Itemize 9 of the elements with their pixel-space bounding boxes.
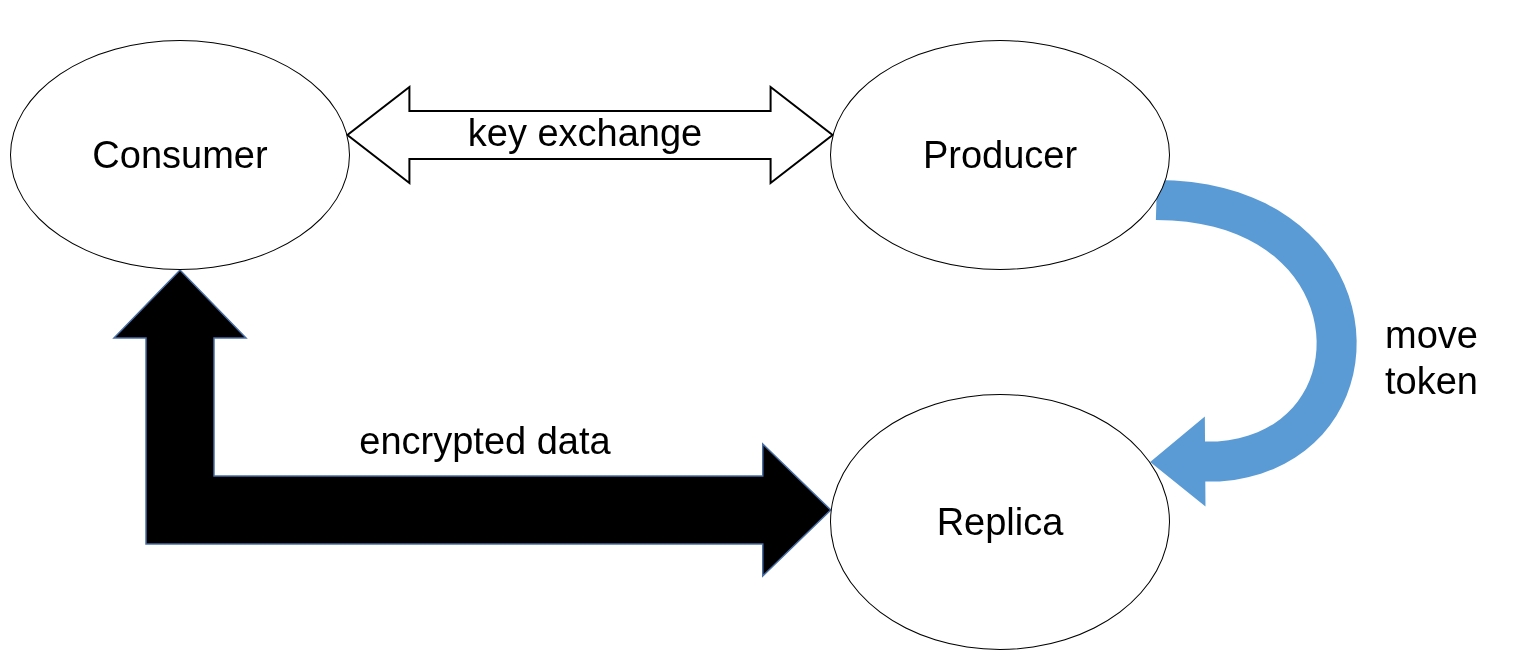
node-label: Consumer (92, 132, 268, 178)
curved-arrow (1150, 180, 1357, 507)
node-label: Producer (922, 132, 1078, 178)
edge-label: move token (1385, 313, 1479, 404)
node-label: Replica (936, 499, 1064, 545)
edge-label: encrypted data (359, 419, 611, 464)
block-arrow (112, 268, 832, 578)
edge-label: key exchange (467, 111, 703, 156)
hollow-block-arrow (345, 84, 835, 186)
